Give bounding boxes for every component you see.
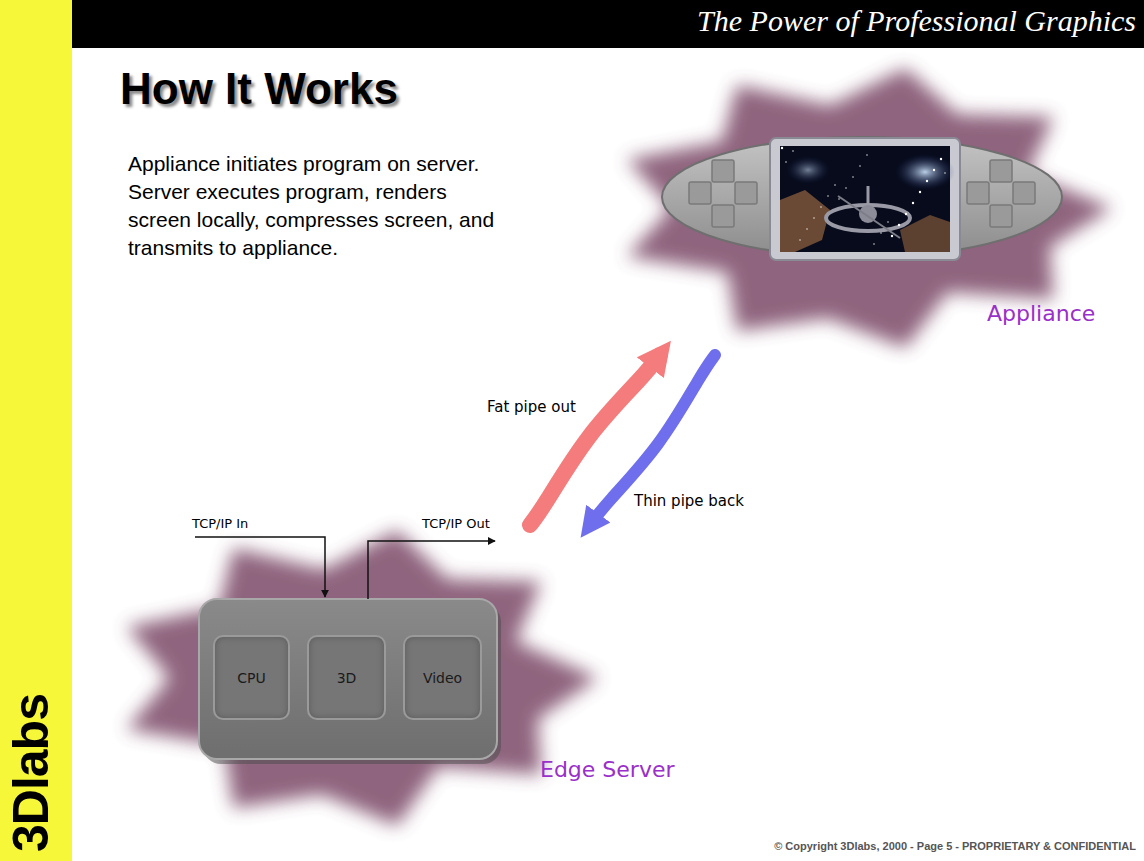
module-label: CPU: [237, 670, 265, 686]
slide-title: How It Works: [120, 64, 398, 114]
star: [912, 202, 914, 204]
star: [919, 191, 921, 193]
appliance-node: Appliance: [612, 65, 1117, 355]
star: [866, 154, 867, 155]
tcp-in-line: [195, 537, 325, 597]
pipe-label: Fat pipe out: [485, 398, 578, 416]
starburst: [127, 530, 598, 825]
star: [933, 169, 935, 171]
star: [792, 150, 793, 151]
star: [891, 235, 893, 237]
star: [880, 232, 881, 233]
star: [898, 224, 900, 226]
header-bar: [72, 0, 1144, 48]
component-label: Edge Server: [540, 757, 675, 782]
star: [845, 187, 846, 188]
star: [940, 158, 942, 160]
company-logo: 3Dlabs: [6, 694, 56, 852]
module-label: 3D: [337, 670, 357, 686]
port-label: TCP/IP Out: [422, 516, 490, 531]
cpu-module: CPU: [213, 635, 290, 720]
star: [873, 243, 874, 244]
star: [813, 217, 814, 218]
edge-server-node: CPU3DVideoEdge Server: [110, 525, 600, 825]
star: [905, 213, 907, 215]
star: [781, 147, 783, 149]
pipe-label: Thin pipe back: [632, 492, 746, 510]
module-label: Video: [423, 670, 462, 686]
star: [926, 180, 928, 182]
star: [838, 198, 839, 199]
star: [799, 239, 800, 240]
star: [859, 165, 860, 166]
port-label: TCP/IP In: [192, 516, 248, 531]
star: [806, 228, 807, 229]
header-tagline: The Power of Professional Graphics: [697, 4, 1136, 38]
star: [820, 206, 821, 207]
3d-module: 3D: [307, 635, 386, 720]
star: [827, 195, 828, 196]
star: [785, 161, 786, 162]
logo-bar: [0, 0, 72, 861]
video-module: Video: [403, 635, 482, 720]
star: [887, 221, 888, 222]
tcp-out-line: [368, 541, 495, 599]
handheld-device: [662, 137, 1062, 260]
star: [834, 184, 835, 185]
starburst: [627, 68, 1112, 348]
copyright-note: © Copyright 3Dlabs, 2000 - Page 5 - PROP…: [774, 840, 1136, 852]
star: [944, 172, 945, 173]
component-label: Appliance: [987, 301, 1095, 326]
star: [852, 176, 853, 177]
body-text: Appliance initiates program on server. S…: [128, 150, 508, 262]
server-chassis: [199, 599, 501, 764]
